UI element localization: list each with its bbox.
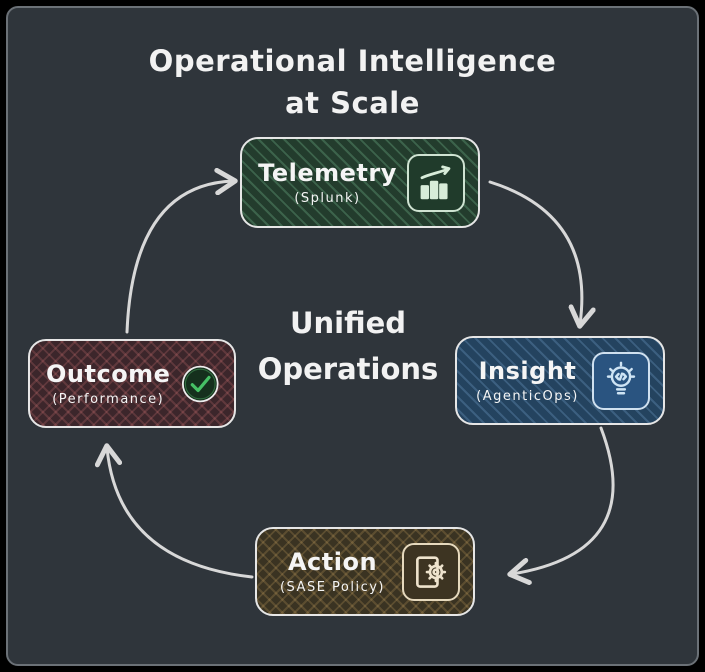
node-action-sublabel: (SASE Policy) <box>279 580 386 595</box>
page-title-line1: Operational Intelligence <box>148 44 557 78</box>
center-label-line1: Unified <box>289 306 407 340</box>
page-title-line2: at Scale <box>285 86 420 120</box>
node-insight-label: Insight <box>478 357 577 385</box>
node-outcome-label: Outcome <box>46 360 171 388</box>
node-telemetry-sublabel: (Splunk) <box>294 191 361 206</box>
node-insight-texts: Insight (AgenticOps) <box>473 357 582 404</box>
lightbulb-code-glyph <box>606 361 636 394</box>
bar-chart-trend-glyph <box>420 165 451 199</box>
node-insight: Insight (AgenticOps) <box>455 336 665 425</box>
page-title: Operational Intelligence at Scale <box>0 40 705 124</box>
node-telemetry-texts: Telemetry (Splunk) <box>258 159 397 206</box>
node-telemetry-label: Telemetry <box>258 159 397 187</box>
node-outcome-texts: Outcome (Performance) <box>46 360 170 407</box>
center-label-line2: Operations <box>257 352 439 386</box>
node-outcome: Outcome (Performance) <box>28 339 236 428</box>
gear-document-icon <box>402 542 460 601</box>
lightbulb-code-icon <box>592 351 650 410</box>
node-action-label: Action <box>287 548 378 576</box>
gear-document-glyph <box>416 555 447 588</box>
node-insight-sublabel: (AgenticOps) <box>476 389 579 404</box>
node-outcome-sublabel: (Performance) <box>52 392 165 407</box>
check-circle-icon <box>182 365 220 402</box>
node-telemetry: Telemetry (Splunk) <box>240 137 480 228</box>
node-action: Action (SASE Policy) <box>255 527 475 616</box>
center-label: Unified Operations <box>218 300 478 392</box>
bar-chart-trend-icon <box>407 153 465 212</box>
node-action-texts: Action (SASE Policy) <box>273 548 392 595</box>
